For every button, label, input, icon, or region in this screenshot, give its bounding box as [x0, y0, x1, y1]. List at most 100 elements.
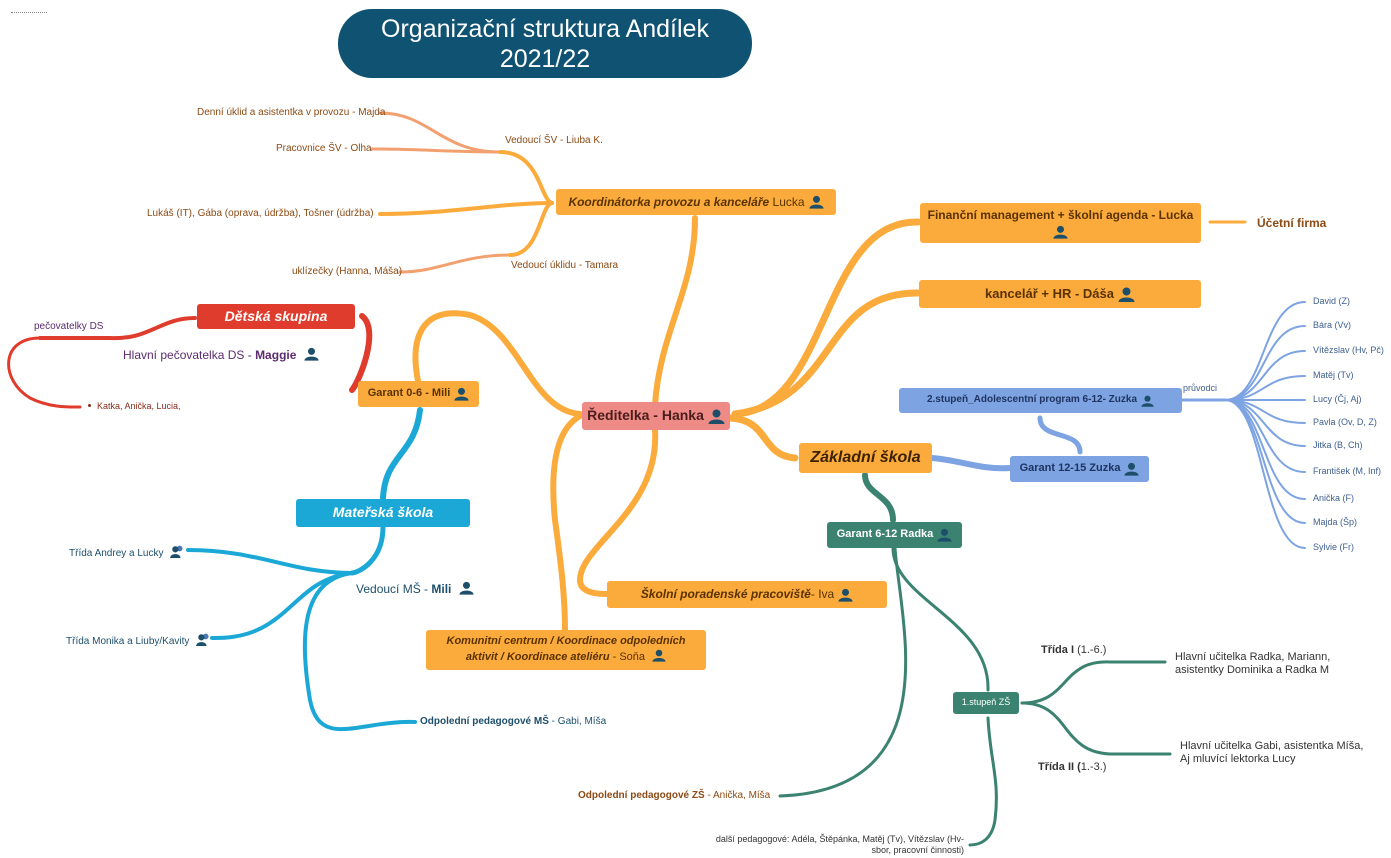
ds-staff-text: Katka, Anička, Lucia, — [97, 401, 181, 411]
garant-06-label: Garant 0-6 - Mili — [367, 387, 451, 400]
kc-node[interactable]: Komunitní centrum / Koordinace odpolední… — [426, 630, 706, 670]
trida-2-rest: 1.-3.) — [1080, 761, 1107, 773]
guide-item: Lucy (Čj, Aj) — [1313, 394, 1362, 404]
person-icon — [808, 195, 824, 209]
guide-item: Majda (Šp) — [1313, 517, 1358, 527]
leaf-denni-uklid: Denní úklid a asistentka v provozu - Maj… — [197, 107, 386, 118]
person-icon — [708, 409, 725, 424]
ms-node[interactable]: Mateřská škola — [296, 499, 470, 527]
center-node[interactable]: Ředitelka - Hanka — [582, 402, 730, 430]
person-icon — [304, 347, 319, 361]
person-icon — [1053, 225, 1068, 239]
trida-1-label: Třída I (1.-6.) — [1041, 644, 1106, 657]
trida-2-bold: Třída II ( — [1038, 761, 1081, 773]
guide-item: Bára (Vv) — [1313, 320, 1352, 330]
ds-label: Dětská skupina — [224, 307, 328, 324]
person-icon — [937, 528, 952, 542]
title-line-2: 2021/22 — [499, 44, 591, 73]
provoz-label: Koordinátorka provozu a kanceláře — [568, 194, 770, 209]
garant-612-node[interactable]: Garant 6-12 Radka — [827, 522, 962, 548]
odpoledni-zs-rest: - Anička, Míša — [704, 790, 771, 801]
person-icon — [1141, 395, 1154, 407]
stupen1-label: 1.stupeň ZŠ — [961, 697, 1011, 708]
ms-trida-2-label: Třída Monika a Liuby/Kavity — [66, 636, 190, 647]
adolescent-label: 2.stupeň_Adolescentní program 6-12- Zuzk… — [926, 394, 1138, 406]
person-icon — [459, 581, 474, 595]
garant-612-label: Garant 6-12 Radka — [836, 528, 934, 541]
odpoledni-zs-bold: Odpolední pedagogové ZŠ — [578, 790, 705, 801]
kc-label: Komunitní centrum / Koordinace odpolední… — [446, 635, 686, 663]
stupen1-node[interactable]: 1.stupeň ZŠ — [953, 692, 1019, 714]
vedouci-sv: Vedoucí ŠV - Liuba K. — [505, 135, 603, 146]
guide-connector — [1224, 399, 1306, 549]
ds-node[interactable]: Dětská skupina — [197, 304, 355, 329]
zs-node[interactable]: Základní škola — [799, 443, 932, 473]
ms-odpoledni-rest: - Gabi, Míša — [548, 716, 607, 727]
trida-2-label: Třída II (1.-3.) — [1038, 761, 1106, 774]
ucetni-firma: Účetní firma — [1257, 216, 1327, 230]
bullet-icon — [88, 404, 91, 407]
guide-item: František (M, Inf) — [1313, 466, 1382, 476]
guide-item: Matěj (Tv) — [1313, 370, 1354, 380]
ms-odpoledni: Odpolední pedagogové MŠ - Gabi, Míša — [420, 716, 606, 728]
guide-item: Vítězslav (Hv, Pč) — [1313, 345, 1384, 355]
leaf-uklizecky: uklízečky (Hanna, Máša) — [292, 266, 403, 277]
ds-hlavni: Hlavní pečovatelka DS - Maggie — [123, 347, 319, 362]
guide-connector — [1224, 350, 1306, 401]
trida-1-bold: Třída I — [1041, 644, 1075, 656]
odpoledni-zs: Odpolední pedagogové ZŠ - Anička, Míša — [578, 790, 770, 802]
guide-connector — [1224, 399, 1306, 473]
guide-connector — [1224, 301, 1306, 401]
trida-1-desc: Hlavní učitelka Radka, Mariann, asistent… — [1175, 651, 1331, 677]
guide-connector — [1224, 325, 1306, 401]
center-label: Ředitelka - Hanka — [587, 407, 704, 424]
garant-1215-node[interactable]: Garant 12-15 Zuzka — [1010, 456, 1149, 482]
adolescent-node[interactable]: 2.stupeň_Adolescentní program 6-12- Zuzk… — [899, 388, 1182, 413]
guide-item: Sylvie (Fr) — [1313, 542, 1354, 552]
person-icon — [652, 649, 666, 662]
guide-item: Jitka (B, Ch) — [1313, 440, 1363, 450]
people-icon — [170, 545, 185, 558]
vedouci-uklidu: Vedoucí úklidu - Tamara — [511, 260, 619, 271]
garant-1215-label: Garant 12-15 Zuzka — [1019, 462, 1121, 475]
finance-label: Finanční management + školní agenda - Lu… — [927, 207, 1194, 222]
provoz-name: Lucka — [772, 194, 805, 209]
corner-mark — [11, 6, 47, 13]
finance-node[interactable]: Finanční management + školní agenda - Lu… — [920, 203, 1201, 243]
people-icon — [196, 633, 211, 646]
ms-trida-1: Třída Andrey a Lucky — [69, 545, 185, 560]
person-icon — [1124, 462, 1139, 476]
kc-name: - Soňa — [609, 651, 646, 663]
person-icon — [1118, 287, 1135, 302]
ms-trida-1-label: Třída Andrey a Lucky — [69, 548, 164, 559]
ms-vedouci: Vedoucí MŠ - Mili — [356, 581, 474, 596]
ds-hlavni-label: Hlavní pečovatelka DS - — [123, 348, 256, 362]
title-line-1: Organizační struktura Andílek — [381, 14, 709, 43]
ds-staff: Katka, Anička, Lucia, — [88, 401, 181, 412]
ms-odpoledni-bold: Odpolední pedagogové MŠ — [420, 716, 549, 727]
trida-1-rest: (1.-6.) — [1074, 644, 1107, 656]
pruvodci-label: průvodci — [1183, 383, 1218, 393]
ds-hlavni-name: Maggie — [255, 348, 297, 362]
guide-item: Anička (F) — [1313, 493, 1355, 503]
spp-node[interactable]: Školní poradenské pracoviště - Iva — [607, 581, 887, 608]
ms-trida-2: Třída Monika a Liuby/Kavity — [66, 633, 211, 648]
guide-item: David (Z) — [1313, 296, 1351, 306]
guide-connector — [1224, 399, 1306, 500]
guide-item: Pavla (Ov, D, Z) — [1313, 417, 1377, 427]
ms-vedouci-name: Mili — [431, 582, 452, 596]
provoz-node[interactable]: Koordinátorka provozu a kanceláře Lucka — [556, 189, 836, 215]
person-icon — [838, 588, 853, 602]
guide-connector — [1224, 399, 1306, 524]
page-title: Organizační struktura Andílek 2021/22 — [338, 9, 752, 78]
zs-label: Základní škola — [810, 449, 921, 466]
leaf-olha: Pracovnice ŠV - Olha — [276, 143, 372, 154]
hr-node[interactable]: kancelář + HR - Dáša — [919, 280, 1201, 308]
ms-label: Mateřská škola — [332, 504, 434, 521]
ms-vedouci-label: Vedoucí MŠ - — [356, 582, 432, 596]
kc-text: Komunitní centrum / Koordinace odpolední… — [440, 635, 692, 665]
garant-06-node[interactable]: Garant 0-6 - Mili — [358, 381, 479, 407]
hr-label: kancelář + HR - Dáša — [985, 285, 1114, 301]
spp-label: Školní poradenské pracoviště — [640, 587, 811, 601]
